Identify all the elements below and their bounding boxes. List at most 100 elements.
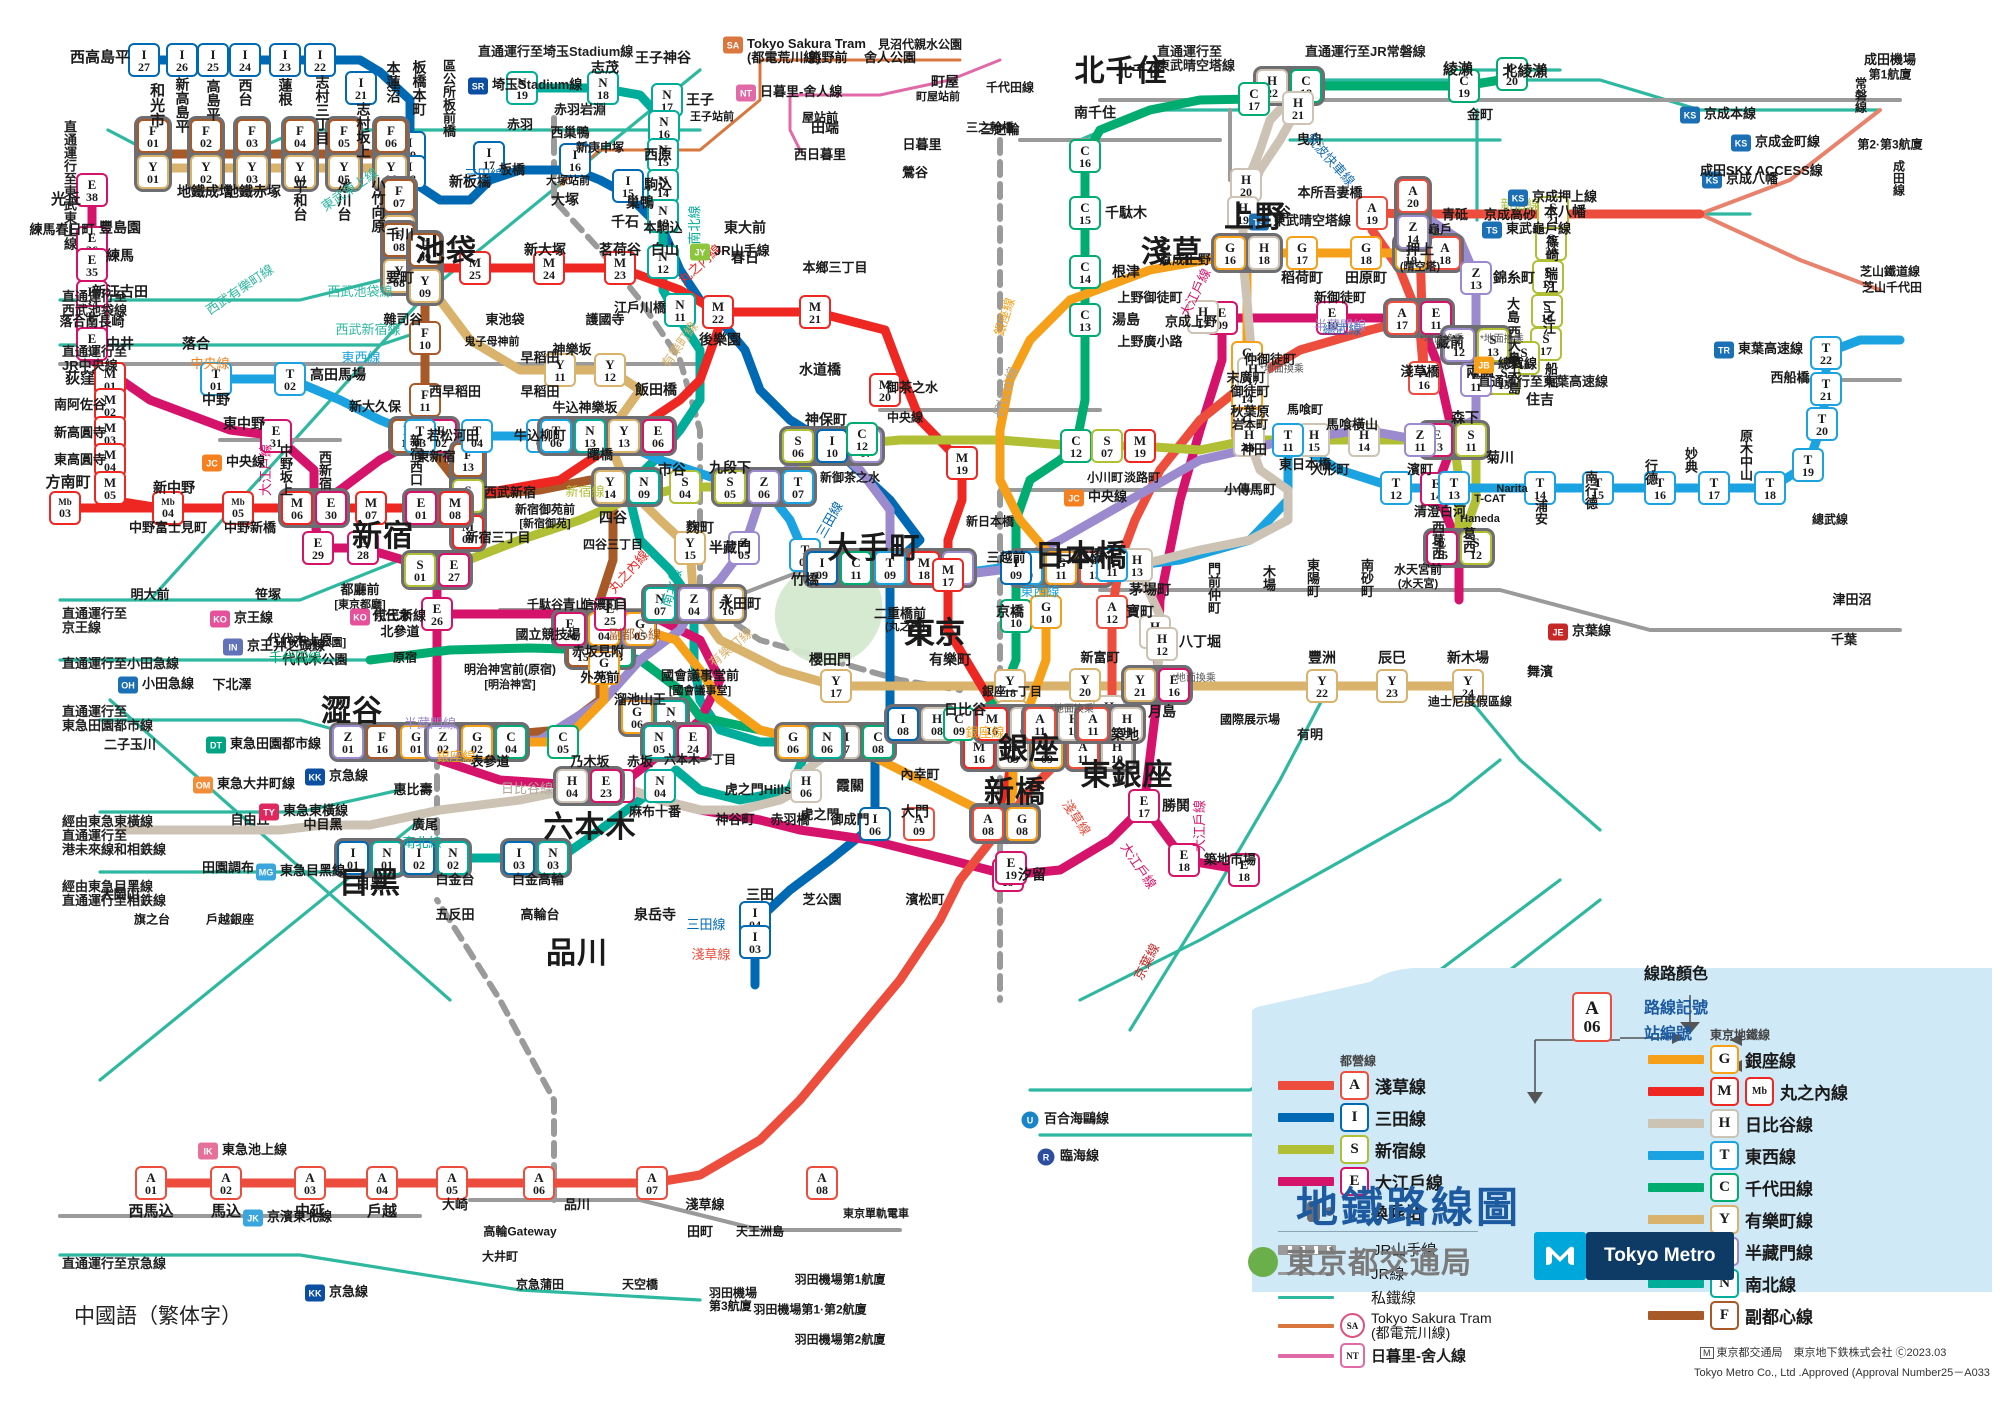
- station-node[interactable]: A08G08: [969, 804, 1041, 844]
- station-node[interactable]: T13: [1438, 471, 1470, 505]
- station-node[interactable]: Y15: [674, 531, 706, 565]
- station-node[interactable]: G16H18: [1211, 233, 1283, 273]
- station-node[interactable]: A09: [903, 807, 935, 841]
- station-node[interactable]: T12: [1380, 471, 1412, 505]
- station-node[interactable]: Y11: [544, 353, 576, 387]
- station-node[interactable]: E01M08: [402, 488, 474, 528]
- station-node[interactable]: I09: [1000, 551, 1032, 585]
- station-node[interactable]: Mb05: [222, 491, 254, 525]
- station-node[interactable]: H12: [1146, 627, 1178, 661]
- station-node[interactable]: S01E27: [401, 550, 473, 590]
- station-node[interactable]: M06E30: [278, 488, 350, 528]
- station-node[interactable]: F09Y09: [406, 230, 444, 306]
- station-node[interactable]: G10: [1030, 595, 1062, 629]
- station-node[interactable]: T02: [274, 362, 306, 396]
- station-node[interactable]: A03: [294, 1166, 326, 1200]
- station-node[interactable]: N07Z04Y16: [641, 584, 747, 624]
- station-node[interactable]: E25: [594, 597, 626, 631]
- station-node[interactable]: N12: [647, 245, 679, 279]
- station-node[interactable]: I16: [559, 143, 591, 177]
- station-node[interactable]: E28: [347, 531, 379, 565]
- station-node[interactable]: H04E23: [553, 766, 625, 806]
- station-node[interactable]: N18: [587, 71, 619, 105]
- station-node[interactable]: C15: [1069, 196, 1101, 230]
- station-node[interactable]: Y17: [820, 669, 852, 703]
- station-node[interactable]: E26: [421, 597, 453, 631]
- station-node[interactable]: F02Y02: [187, 116, 225, 192]
- station-node[interactable]: C13: [1069, 303, 1101, 337]
- station-node[interactable]: H16: [1233, 423, 1265, 457]
- station-node[interactable]: H06: [790, 769, 822, 803]
- station-node[interactable]: Y21E16: [1121, 665, 1193, 705]
- station-node[interactable]: S21: [1537, 196, 1569, 230]
- station-node[interactable]: T21: [1810, 372, 1842, 406]
- station-node[interactable]: I26: [166, 43, 198, 77]
- station-node[interactable]: T04: [461, 419, 493, 453]
- station-node[interactable]: S04: [669, 470, 701, 504]
- station-node[interactable]: A11H11: [1074, 704, 1146, 744]
- station-node[interactable]: Z05: [728, 531, 760, 565]
- station-node[interactable]: T18: [1754, 471, 1786, 505]
- station-node[interactable]: I24: [229, 43, 261, 77]
- station-node[interactable]: S07: [1091, 429, 1123, 463]
- station-node[interactable]: T01: [200, 362, 232, 396]
- station-node[interactable]: I02N02: [400, 838, 472, 878]
- station-node[interactable]: I01N01: [334, 838, 406, 878]
- station-node[interactable]: I03: [739, 925, 771, 959]
- station-node[interactable]: I06: [859, 807, 891, 841]
- station-node[interactable]: C19: [1448, 69, 1480, 103]
- station-node[interactable]: T20: [1806, 407, 1838, 441]
- station-node[interactable]: F03Y03: [233, 116, 271, 192]
- station-node[interactable]: I25: [197, 43, 229, 77]
- station-node[interactable]: T06N13Y13E06: [537, 416, 677, 456]
- station-node[interactable]: C14: [1069, 255, 1101, 289]
- station-node[interactable]: A08: [806, 1166, 838, 1200]
- station-node[interactable]: M20: [869, 373, 901, 407]
- station-node[interactable]: A12: [1096, 595, 1128, 629]
- station-node[interactable]: M02: [94, 388, 126, 422]
- station-node[interactable]: C12: [846, 422, 878, 456]
- station-node[interactable]: H21: [1282, 91, 1314, 125]
- station-node[interactable]: Z11: [1404, 423, 1436, 457]
- station-node[interactable]: Y23: [1376, 669, 1408, 703]
- station-node[interactable]: C09: [943, 707, 975, 741]
- station-node[interactable]: S05Z06T07: [711, 467, 817, 507]
- station-node[interactable]: T22: [1810, 336, 1842, 370]
- station-node[interactable]: E10: [1316, 301, 1348, 335]
- station-node[interactable]: T11: [1096, 548, 1128, 582]
- station-node[interactable]: T11: [1272, 423, 1304, 457]
- station-node[interactable]: Y22: [1306, 669, 1338, 703]
- station-node[interactable]: N04: [644, 769, 676, 803]
- station-node[interactable]: E29: [302, 531, 334, 565]
- station-node[interactable]: G05: [624, 612, 656, 646]
- station-node[interactable]: C20: [1496, 57, 1528, 91]
- station-node[interactable]: Y14N09: [591, 467, 663, 507]
- station-node[interactable]: Y24: [1452, 669, 1484, 703]
- station-node[interactable]: E38: [76, 173, 108, 207]
- station-node[interactable]: S18: [1531, 294, 1563, 328]
- station-node[interactable]: M22: [702, 295, 734, 329]
- station-node[interactable]: M05: [94, 471, 126, 505]
- station-node[interactable]: A20Z14: [1394, 176, 1432, 252]
- station-node[interactable]: G03: [588, 651, 620, 685]
- station-node[interactable]: M25: [459, 251, 491, 285]
- station-node[interactable]: E18: [1228, 853, 1260, 887]
- station-node[interactable]: F01Y01: [134, 116, 172, 192]
- station-node[interactable]: C12: [1060, 429, 1092, 463]
- station-node[interactable]: T14: [1524, 471, 1556, 505]
- station-node[interactable]: C10: [1000, 599, 1032, 633]
- station-node[interactable]: N13: [647, 199, 679, 233]
- station-node[interactable]: I23: [269, 43, 301, 77]
- station-node[interactable]: I15: [612, 169, 644, 203]
- station-node[interactable]: I22: [304, 43, 336, 77]
- station-node[interactable]: T19: [1792, 448, 1824, 482]
- station-node[interactable]: M21: [799, 295, 831, 329]
- station-node[interactable]: A01: [135, 1166, 167, 1200]
- station-node[interactable]: I27: [128, 43, 160, 77]
- station-node[interactable]: Y12: [594, 353, 626, 387]
- station-node[interactable]: A05: [436, 1166, 468, 1200]
- station-node[interactable]: C17: [1238, 82, 1270, 116]
- station-node[interactable]: A02: [210, 1166, 242, 1200]
- station-node[interactable]: Z13: [1460, 261, 1492, 295]
- station-node[interactable]: H14: [1348, 423, 1380, 457]
